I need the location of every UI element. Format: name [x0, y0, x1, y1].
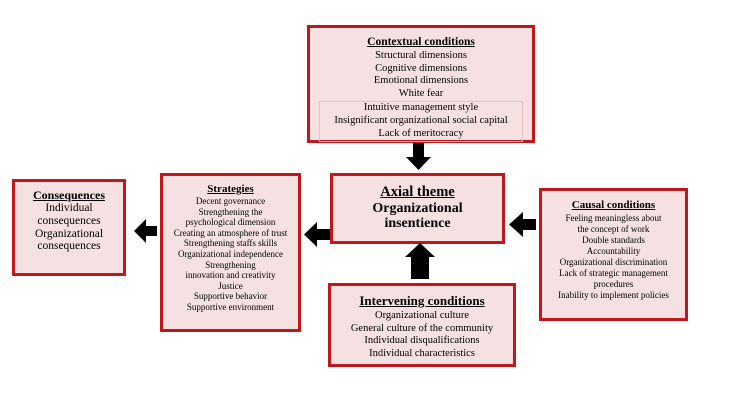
contextual-item: Intuitive management style [363, 102, 479, 114]
strategies-box: Strategies Decent governance Strengtheni… [160, 173, 301, 332]
strategies-item: Supportive behavior [193, 291, 268, 302]
contextual-item: White fear [398, 87, 444, 99]
strategies-title: Strategies [207, 183, 254, 195]
axial-theme-title: Axial theme [380, 184, 455, 201]
causal-item: Inability to implement policies [558, 290, 669, 300]
contextual-item: Structural dimensions [375, 50, 467, 61]
intervening-item: General culture of the community [350, 322, 494, 334]
intervening-item: Organizational culture [375, 310, 469, 321]
contextual-item: Lack of meritocracy [378, 127, 464, 139]
contextual-conditions-box: Contextual conditions Structural dimensi… [307, 25, 535, 143]
consequences-title: Consequences [32, 188, 105, 202]
arrow-axial-to-strategies [304, 222, 330, 247]
axial-theme-box: Axial theme Organizational insentience [330, 173, 505, 244]
intervening-conditions-box: Intervening conditions Organizational cu… [328, 283, 516, 367]
causal-conditions-box: Causal conditions Feeling meaningless ab… [539, 188, 688, 321]
causal-item: procedures [593, 279, 634, 289]
intervening-conditions-title: Intervening conditions [359, 293, 485, 308]
consequences-item: Individual [45, 202, 93, 214]
strategies-item: Strengthening the [198, 206, 263, 217]
causal-item: Accountability [586, 246, 641, 256]
strategies-item: Justice [218, 280, 243, 291]
causal-conditions-title: Causal conditions [571, 199, 656, 211]
axial-theme-line: Organizational [372, 200, 463, 216]
contextual-item: Insignificant organizational social capi… [334, 114, 508, 126]
strategies-item: innovation and creativity [185, 270, 276, 281]
arrow-intervening-to-axial [405, 243, 435, 279]
contextual-item: Cognitive dimensions [375, 62, 467, 74]
arrow-causal-to-axial [509, 212, 536, 237]
causal-item: Lack of strategic management [559, 268, 668, 278]
consequences-item: consequences [37, 240, 101, 253]
intervening-item: Individual characteristics [369, 347, 475, 359]
strategies-item: Strengthening staffs skills [183, 238, 278, 249]
consequences-box: Consequences Individual consequences Org… [12, 179, 126, 276]
arrow-contextual-to-axial [406, 143, 431, 170]
causal-item: Organizational discrimination [559, 257, 668, 267]
strategies-item: Organizational independence [177, 248, 284, 259]
causal-item: Double standards [582, 235, 645, 245]
causal-item: Feeling meaningless about [565, 213, 662, 223]
intervening-item: Individual disqualifications [364, 335, 480, 347]
strategies-item: Strengthening [205, 259, 256, 270]
contextual-subgroup: Intuitive management style Insignificant… [319, 101, 523, 143]
contextual-conditions-title: Contextual conditions [367, 36, 475, 48]
consequences-item: Organizational [34, 227, 104, 240]
causal-item: the concept of work [577, 224, 650, 234]
contextual-item: Emotional dimensions [373, 75, 469, 87]
consequences-item: consequences [37, 214, 101, 227]
strategies-item: psychological dimension [185, 217, 276, 228]
strategies-item: Supportive environment [186, 301, 275, 312]
strategies-item: Decent governance [195, 196, 266, 206]
axial-theme-line: insentience [384, 216, 451, 232]
strategies-item: Creating an atmosphere of trust [173, 227, 288, 238]
arrow-strategies-to-consequences [134, 219, 157, 243]
